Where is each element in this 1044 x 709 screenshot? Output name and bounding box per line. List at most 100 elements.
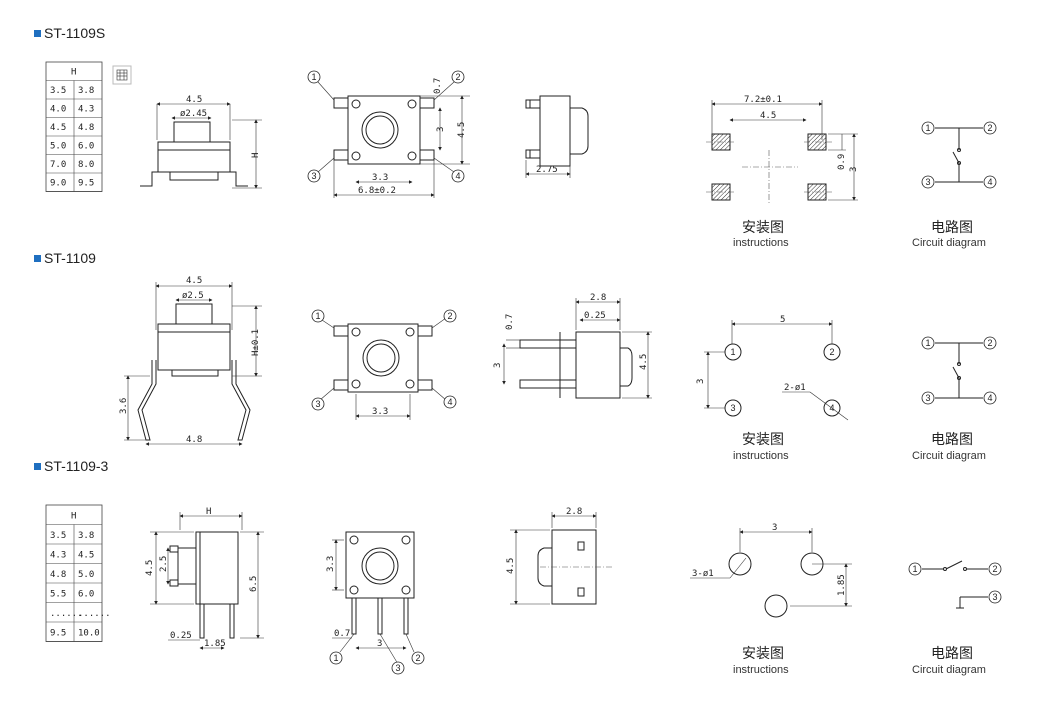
dim-label: 5 (780, 315, 785, 325)
pin-number: 2 (993, 564, 998, 574)
side-view: H 4.5 2.5 6.5 0.25 1.85 (145, 507, 264, 650)
pin-number: 3 (926, 393, 931, 403)
pin-number: 1 (334, 653, 339, 663)
dim-label: 3.3 (326, 556, 336, 572)
pin-number: 3 (316, 399, 321, 409)
table-cell: 9.5 (50, 629, 66, 639)
pin-callout (983, 175, 997, 189)
pin-number: 4 (456, 171, 461, 181)
pin-callout (988, 590, 1002, 604)
pin-callout (443, 309, 457, 323)
pin-callout (983, 336, 997, 350)
pin-number: 2 (988, 123, 993, 133)
section-title: ST-1109-3 (44, 458, 109, 474)
pin-number: 4 (448, 397, 453, 407)
dim-label: H (251, 153, 261, 158)
install-caption-en: instructions (733, 664, 789, 676)
dim-label: 4.5 (145, 560, 155, 576)
pin-callout (983, 121, 997, 135)
pin-number: 2 (416, 653, 421, 663)
pin-callout (311, 397, 325, 411)
dim-label: H (206, 507, 211, 517)
table-cell: 4.3 (78, 105, 94, 115)
pin-callout (921, 121, 935, 135)
pin-callout (311, 309, 325, 323)
dim-label: 3 (696, 379, 706, 384)
side-view-2: 2.75 (525, 95, 589, 178)
side-view-2: 2.8 0.25 0.7 3 4.5 (493, 293, 652, 399)
table-cell: 8.0 (78, 160, 94, 170)
pin-callout (391, 661, 405, 675)
pin-callout (443, 395, 457, 409)
table-cell: 4.0 (50, 105, 66, 115)
dim-label: 4.5 (186, 95, 202, 105)
dim-label: 3 (772, 523, 777, 533)
dim-label: 3 (436, 127, 446, 132)
pin-number: 2 (988, 338, 993, 348)
dim-label: 1.85 (837, 574, 847, 596)
pin-number: 1 (312, 72, 317, 82)
dim-label: 7.2±0.1 (744, 95, 782, 105)
dim-label: 3.6 (119, 398, 129, 414)
install-diagram: 7.2±0.1 4.5 0.9 3 安装图 instructions (706, 95, 859, 249)
pin-number: 1 (926, 123, 931, 133)
dim-label: 0.7 (433, 78, 443, 94)
dim-label: 3.3 (372, 173, 388, 183)
table-cell: 7.0 (50, 160, 66, 170)
pin-callout (307, 70, 321, 84)
dim-label: 0.9 (837, 154, 847, 170)
dim-label: 4.5 (639, 354, 649, 370)
table-cell: 6.0 (78, 142, 94, 152)
circuit-caption-en: Circuit diagram (912, 664, 986, 676)
table-cell: 4.8 (78, 123, 94, 133)
pin-number: 3 (731, 403, 736, 413)
dim-label: 3.3 (372, 407, 388, 417)
pin-callout (411, 651, 425, 665)
dim-label: 6.8±0.2 (358, 186, 396, 196)
pin-number: 1 (316, 311, 321, 321)
install-caption-en: instructions (733, 450, 789, 462)
pin-number: 3 (993, 592, 998, 602)
section-marker-icon (34, 463, 41, 470)
section-st-1109: ST-1109 4.5 ø2.5 H±0.1 3.6 4.8 (34, 250, 997, 462)
pin-number: 2 (456, 72, 461, 82)
pin-number: 3 (926, 177, 931, 187)
dim-label: 2.5 (159, 556, 169, 572)
pin-number: 3 (396, 663, 401, 673)
dim-label: 4.5 (457, 122, 467, 138)
table-cell: 3.5 (50, 531, 66, 541)
pin-callout (307, 169, 321, 183)
pin-number: 1 (731, 347, 736, 357)
table-cell: 9.0 (50, 179, 66, 189)
dim-label: 2.8 (590, 293, 606, 303)
dim-label: 3 (377, 639, 382, 649)
section-title: ST-1109 (44, 250, 96, 266)
section-title: ST-1109S (44, 25, 105, 41)
dim-label: 2.75 (536, 165, 558, 175)
dim-label: 6.5 (249, 576, 259, 592)
pin-callout (988, 562, 1002, 576)
circuit-caption-en: Circuit diagram (912, 450, 986, 462)
pin-callout (921, 391, 935, 405)
pin-callout (921, 336, 935, 350)
side-view: 4.5 ø2.5 H±0.1 3.6 4.8 (119, 276, 262, 446)
section-marker-icon (34, 255, 41, 262)
pin-callout (921, 175, 935, 189)
section-marker-icon (34, 30, 41, 37)
table-icon[interactable] (112, 65, 132, 85)
pin-number: 4 (988, 393, 993, 403)
dim-label: 0.7 (505, 314, 515, 330)
table-cell: 5.0 (78, 570, 94, 580)
pin-number: 4 (830, 403, 835, 413)
table-cell: 6.0 (78, 590, 94, 600)
circuit-caption-en: Circuit diagram (912, 237, 986, 249)
table-cell: 4.5 (78, 551, 94, 561)
